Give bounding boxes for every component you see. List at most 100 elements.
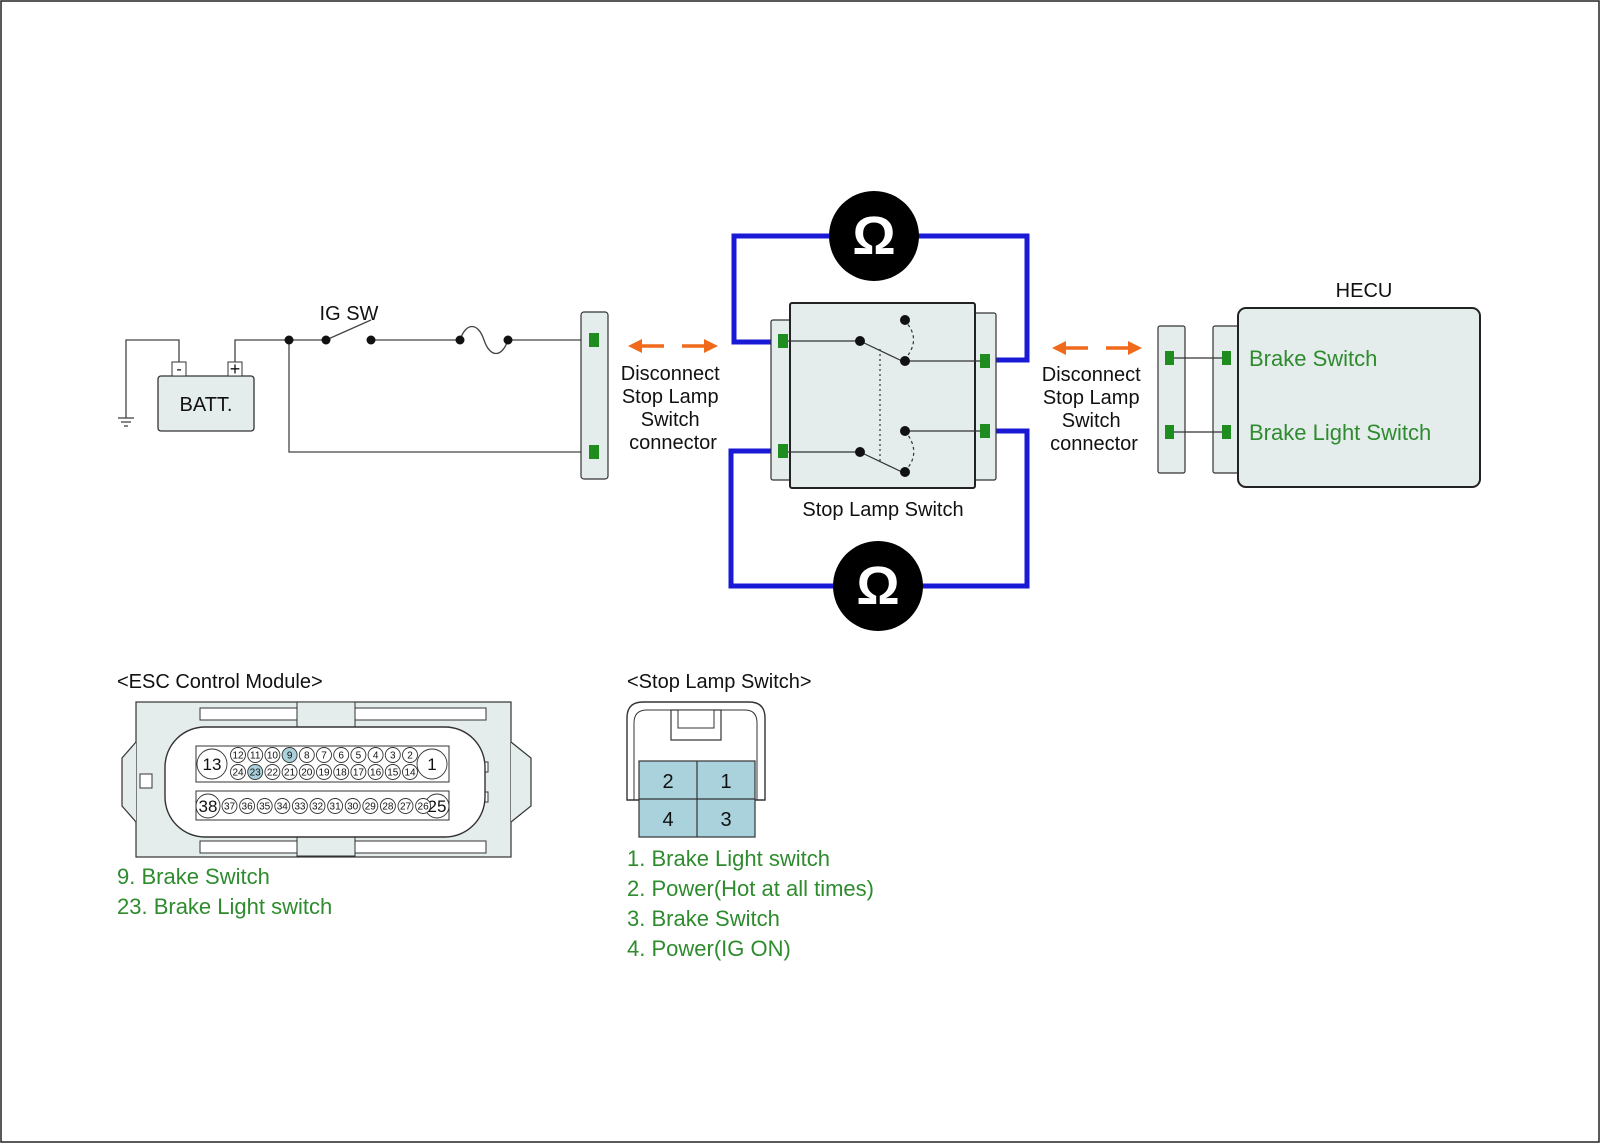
esc-pin-label: 2 bbox=[407, 751, 413, 762]
esc-pin-circle bbox=[195, 793, 221, 819]
switch-terminal-tl bbox=[778, 334, 788, 348]
hecu-brake-light-switch-label: Brake Light Switch bbox=[1249, 420, 1431, 445]
esc-title: <ESC Control Module> bbox=[117, 671, 323, 693]
esc-pin-circle bbox=[384, 764, 401, 780]
esc-pin-label: 12 bbox=[232, 751, 244, 762]
battery-minus-terminal bbox=[171, 361, 187, 377]
esc-pin-label: 33 bbox=[294, 802, 306, 813]
hecu-box bbox=[1237, 307, 1481, 488]
ig-switch-label: IG SW bbox=[320, 303, 379, 325]
esc-pin-label: 36 bbox=[242, 802, 254, 813]
esc-pin-label: 18 bbox=[336, 768, 348, 779]
esc-pin-circle bbox=[309, 798, 326, 814]
esc-pin-circle bbox=[196, 748, 228, 780]
esc-pin-circle bbox=[415, 798, 432, 814]
esc-pin-circle bbox=[291, 798, 308, 814]
esc-pin-circle bbox=[264, 747, 281, 763]
fuse-icon bbox=[459, 325, 509, 355]
esc-pin-label: 13 bbox=[203, 755, 222, 774]
battery-minus-label: - bbox=[176, 361, 181, 378]
hecu-terminal-2a bbox=[1165, 425, 1174, 439]
left-connector bbox=[580, 311, 609, 480]
stop-lamp-switch-label: Stop Lamp Switch bbox=[802, 499, 963, 521]
esc-pin-circle bbox=[416, 748, 448, 780]
esc-pin-label: 15 bbox=[387, 768, 399, 779]
esc-pin-circle bbox=[230, 764, 246, 780]
esc-pin-circle bbox=[239, 798, 256, 814]
ground-icon bbox=[118, 417, 134, 427]
esc-pin-label: 16 bbox=[370, 768, 382, 779]
battery-circuit bbox=[118, 319, 593, 453]
esc-pin-circle bbox=[298, 747, 315, 763]
hecu-terminal-1a bbox=[1165, 351, 1174, 365]
esc-pin-circle bbox=[362, 798, 379, 814]
stop-lamp-legend-1: 1. Brake Light switch bbox=[627, 846, 830, 871]
switch-terminal-br bbox=[980, 424, 990, 438]
esc-pin-circle bbox=[350, 747, 367, 763]
esc-pin-circle bbox=[402, 747, 418, 763]
esc-pin-label: 23 bbox=[250, 768, 262, 779]
stop-lamp-pin-1: 1 bbox=[720, 771, 731, 793]
esc-pin-label: 20 bbox=[301, 768, 313, 779]
esc-pin-label: 22 bbox=[267, 768, 279, 779]
esc-pin-circle bbox=[230, 747, 246, 763]
stop-lamp-connector: 2 1 4 3 bbox=[626, 701, 766, 838]
esc-pin-label: 5 bbox=[356, 751, 362, 762]
esc-pin-label: 8 bbox=[304, 751, 310, 762]
esc-pin-circle bbox=[402, 764, 418, 780]
switch-terminal-tr bbox=[980, 354, 990, 368]
esc-pin-circle bbox=[379, 798, 396, 814]
esc-pin-label: 31 bbox=[330, 802, 342, 813]
esc-pin-circle bbox=[316, 764, 332, 780]
esc-pin-circle bbox=[247, 764, 264, 780]
esc-pin-label: 29 bbox=[365, 802, 377, 813]
esc-pin-circle bbox=[256, 798, 273, 814]
disconnect-label-left: Disconnect Stop Lamp Switch connector bbox=[621, 363, 726, 454]
stop-lamp-pin-2: 2 bbox=[662, 771, 673, 793]
esc-pin-label: 25 bbox=[428, 797, 447, 816]
stop-lamp-pin-3: 3 bbox=[720, 809, 731, 831]
switch-internals bbox=[788, 319, 980, 473]
hecu-connector-left bbox=[1157, 325, 1186, 474]
esc-pin-circle bbox=[298, 764, 315, 780]
ohmmeter-icon: Ω bbox=[829, 191, 919, 281]
hecu-label: HECU bbox=[1336, 280, 1393, 302]
esc-pin-label: 21 bbox=[284, 768, 296, 779]
stop-lamp-legend-2: 2. Power(Hot at all times) bbox=[627, 876, 874, 901]
stop-lamp-legend-4: 4. Power(IG ON) bbox=[627, 936, 791, 961]
ohmmeter-bottom-symbol: Ω bbox=[856, 556, 899, 616]
esc-pin-label: 14 bbox=[404, 768, 416, 779]
esc-pin-label: 35 bbox=[259, 802, 271, 813]
esc-pin-label: 19 bbox=[318, 768, 330, 779]
esc-pin-label: 1 bbox=[427, 755, 436, 774]
esc-legend-2: 23. Brake Light switch bbox=[117, 894, 332, 919]
esc-pin-circle bbox=[344, 798, 361, 814]
switch-terminal-bl bbox=[778, 444, 788, 458]
ohmmeter-icon: Ω bbox=[833, 541, 923, 631]
esc-pin-label: 37 bbox=[224, 802, 236, 813]
ohmmeter-top-symbol: Ω bbox=[852, 206, 895, 266]
esc-pin-label: 6 bbox=[338, 751, 344, 762]
esc-pin-label: 28 bbox=[382, 802, 394, 813]
esc-pin-label: 38 bbox=[199, 797, 218, 816]
esc-pin-circle bbox=[247, 747, 264, 763]
esc-pin-circle bbox=[327, 798, 344, 814]
battery-plus-label: + bbox=[230, 359, 241, 379]
esc-pin-circle bbox=[281, 747, 298, 763]
esc-pin-label: 3 bbox=[390, 751, 396, 762]
battery-plus-terminal bbox=[227, 361, 243, 377]
esc-pin-label: 4 bbox=[373, 751, 379, 762]
esc-pin-label: 11 bbox=[250, 751, 261, 762]
esc-pin-circle bbox=[384, 747, 401, 763]
esc-pin-circle bbox=[264, 764, 281, 780]
stop-lamp-switch-box bbox=[789, 302, 976, 489]
esc-pin-label: 34 bbox=[277, 802, 289, 813]
hecu-terminal-2b bbox=[1222, 425, 1231, 439]
esc-pin-circle bbox=[316, 747, 332, 763]
disconnect-arrow-right bbox=[1052, 341, 1142, 355]
